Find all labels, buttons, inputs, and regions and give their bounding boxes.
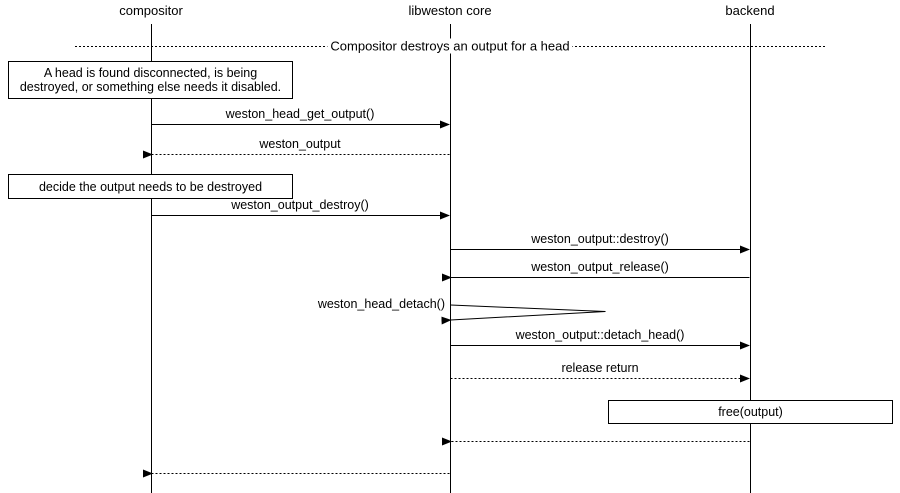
note-text: decide the output needs to be destroyed — [38, 179, 263, 194]
note-note-free-output: free(output) — [608, 400, 893, 424]
lifeline-label-compositor: compositor — [119, 3, 183, 18]
self-message-msg-weston-head-detach — [441, 304, 606, 325]
message-label-msg-weston-output-destroy: weston_output_destroy() — [229, 198, 371, 212]
message-label-msg-weston-head-detach: weston_head_detach() — [315, 297, 447, 311]
message-label-msg-weston-output-return: weston_output — [257, 137, 343, 151]
lifeline-label-libweston-core: libweston core — [408, 3, 492, 18]
message-label-msg-weston-output-release: weston_output_release() — [529, 260, 671, 274]
note-note-decide-destroy: decide the output needs to be destroyed — [8, 174, 293, 199]
message-label-msg-release-return: release return — [559, 361, 641, 375]
note-text: free(output) — [718, 405, 783, 419]
message-label-msg-weston-output-detach-head: weston_output::detach_head() — [513, 328, 687, 342]
note-text: A head is found disconnected, is being d… — [19, 66, 282, 94]
frame-title: Compositor destroys an output for a head — [327, 38, 573, 54]
message-label-msg-weston-head-get-output: weston_head_get_output() — [223, 107, 377, 121]
self-message-loop — [441, 304, 606, 325]
note-note-head-disconnected: A head is found disconnected, is being d… — [8, 61, 293, 99]
message-label-msg-weston-output-destroy-cb: weston_output::destroy() — [529, 232, 671, 246]
lifeline-label-backend: backend — [725, 3, 775, 18]
